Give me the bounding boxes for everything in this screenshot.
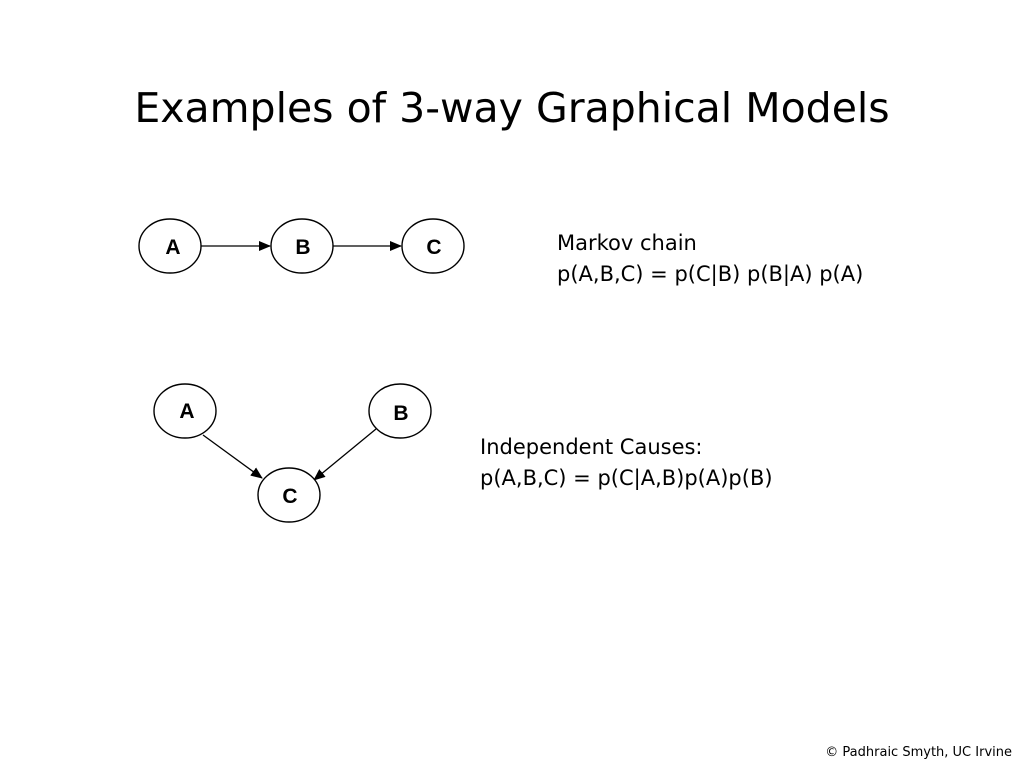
markov-chain-graph: A B C [138,218,465,274]
node-c-label: C [282,485,297,508]
node-a-label: A [165,236,180,259]
node-a-label: A [179,400,194,423]
edge-b-to-c [313,428,377,481]
node-a: A [138,218,202,274]
node-c: C [401,218,465,274]
node-a: A [153,383,217,439]
node-b: B [270,218,334,274]
node-b: B [368,383,432,439]
independent-causes-caption: Independent Causes: p(A,B,C) = p(C|A,B)p… [480,432,773,494]
node-b-label: B [393,402,408,425]
markov-chain-title: Markov chain [557,231,697,255]
copyright-footer: © Padhraic Smyth, UC Irvine [825,745,1012,760]
slide-title: Examples of 3-way Graphical Models [134,84,890,132]
independent-causes-title: Independent Causes: [480,435,703,459]
markov-chain-formula: p(A,B,C) = p(C|B) p(B|A) p(A) [557,262,864,286]
independent-causes-graph: A B C [153,383,432,523]
node-c: C [257,467,321,523]
independent-causes-formula: p(A,B,C) = p(C|A,B)p(A)p(B) [480,466,773,490]
node-b-label: B [295,236,310,259]
markov-chain-caption: Markov chain p(A,B,C) = p(C|B) p(B|A) p(… [557,228,863,290]
node-c-label: C [426,236,441,259]
edge-a-to-c [202,434,263,479]
